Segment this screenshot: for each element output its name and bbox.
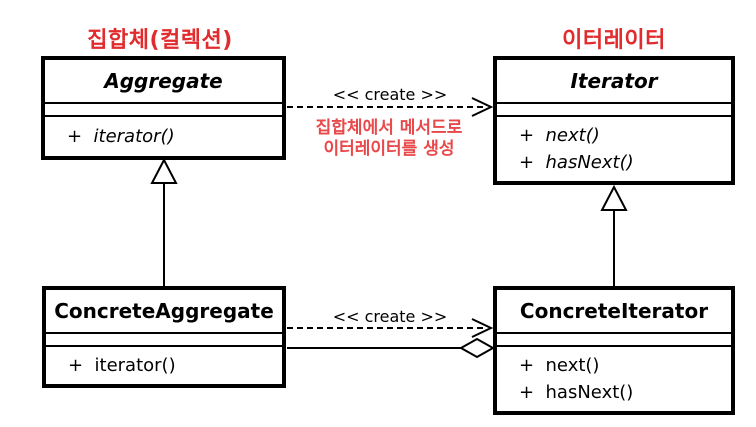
create-annotation: 집합체에서 메서드로 이터레이터를 생성 [283,118,495,160]
class-title-concrete-iterator: ConcreteIterator [497,290,731,334]
class-title-iterator: Iterator [497,60,731,104]
inheritance-triangle-icon [600,184,628,211]
create-annotation-line2: 이터레이터를 생성 [323,139,455,159]
attributes-compartment-concrete-iterator [497,334,731,347]
heading-aggregate-ko: 집합체(컬렉션) [87,28,233,53]
inheritance-triangle-icon [150,157,178,184]
inheritance-arrow-left [150,157,178,286]
methods-compartment-aggregate: + iterator() [45,117,282,156]
attributes-compartment-aggregate [45,104,282,117]
create-label-bottom: << create >> [332,307,448,326]
class-title-aggregate: Aggregate [45,60,282,104]
inheritance-arrow-right [600,184,628,286]
method-aggregate-iterator: + iterator() [67,126,175,147]
aggregation-diamond-icon [458,337,496,359]
methods-compartment-iterator: + next() + hasNext() [497,117,731,181]
methods-compartment-concrete-iterator: + next() + hasNext() [497,347,731,411]
create-label-top: << create >> [332,85,448,104]
class-box-aggregate: Aggregate + iterator() [41,56,286,160]
method-concrete-iterator-next: + next() [519,355,600,376]
method-concrete-iterator-hasnext: + hasNext() [519,382,634,403]
methods-compartment-concrete-aggregate: + iterator() [46,347,282,384]
class-box-concrete-iterator: ConcreteIterator + next() + hasNext() [493,286,735,415]
method-concrete-aggregate-iterator: + iterator() [68,355,176,376]
create-annotation-line1: 집합체에서 메서드로 [315,118,463,138]
heading-iterator-ko: 이터레이터 [562,28,666,53]
attributes-compartment-iterator [497,104,731,117]
attributes-compartment-concrete-aggregate [46,334,282,347]
method-iterator-next: + next() [519,125,600,146]
aggregation-link [287,337,496,359]
class-title-concrete-aggregate: ConcreteAggregate [46,290,282,334]
class-box-concrete-aggregate: ConcreteAggregate + iterator() [42,286,286,388]
class-box-iterator: Iterator + next() + hasNext() [493,56,735,185]
method-iterator-hasnext: + hasNext() [519,152,634,173]
